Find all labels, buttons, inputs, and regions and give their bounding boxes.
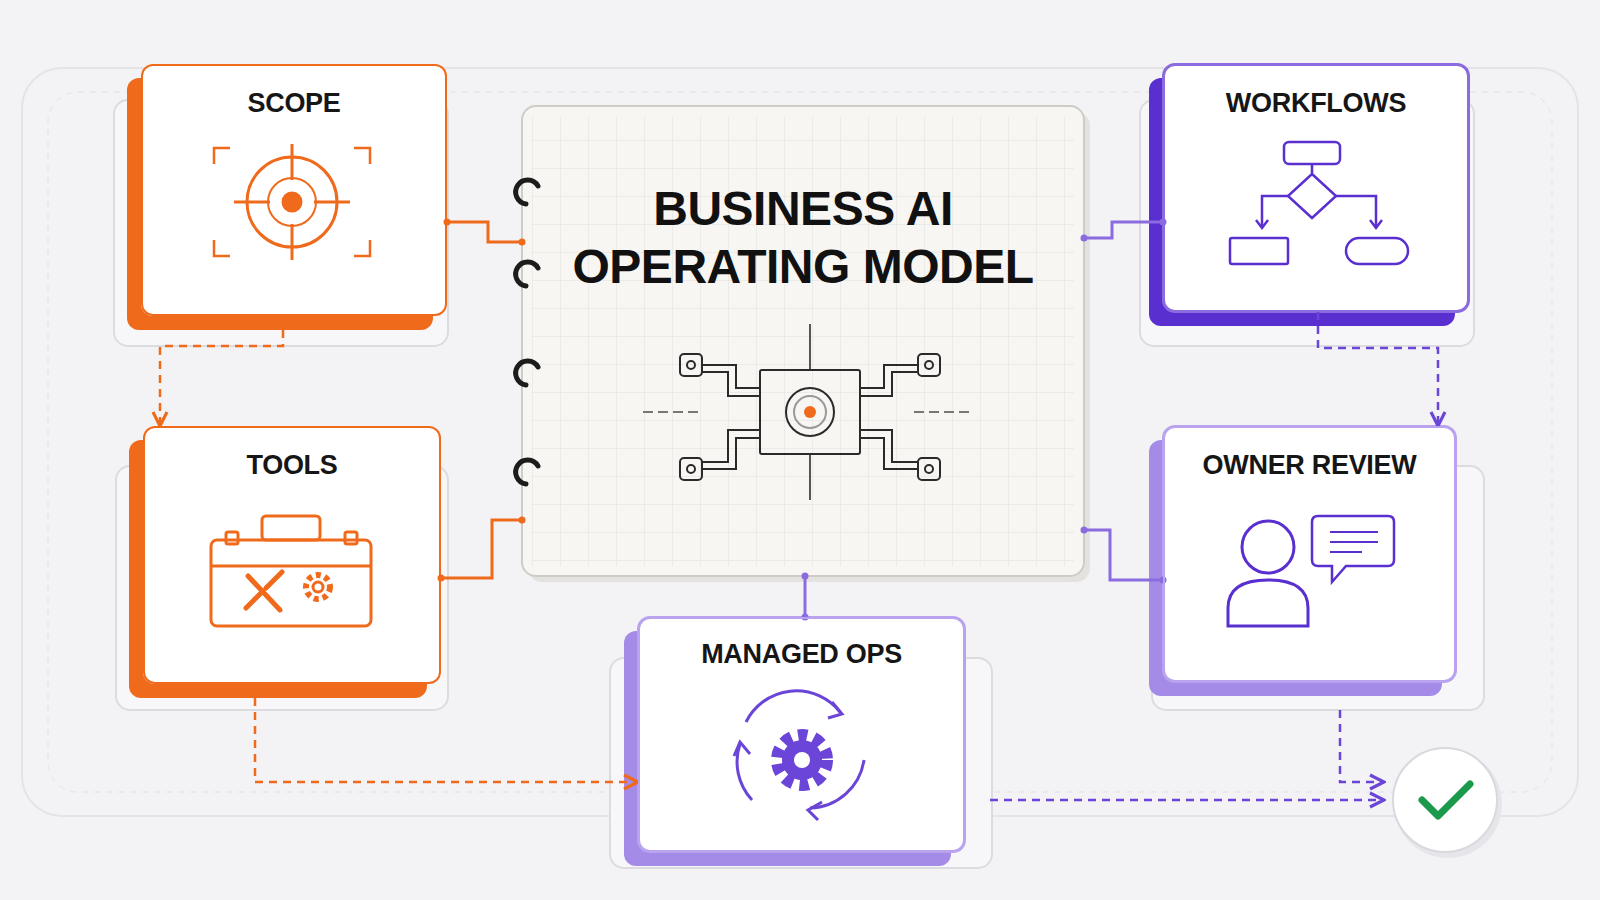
card-label: SCOPE [143,88,445,119]
card-label: WORKFLOWS [1165,88,1467,119]
scope-card: SCOPE [141,64,447,316]
connector-dot [519,517,526,524]
diagram-title: BUSINESS AI OPERATING MODEL [553,180,1053,295]
owner-review-card: OWNER REVIEW [1163,426,1456,682]
card-label: OWNER REVIEW [1165,450,1454,481]
card-label: MANAGED OPS [640,639,963,670]
connector-dot [438,575,445,582]
managed-ops-card: MANAGED OPS [638,617,965,852]
connector-dot [444,219,451,226]
connector-line [447,222,522,242]
connector-dot [1081,235,1088,242]
connector-line [1084,222,1163,238]
connector-dot [1081,527,1088,534]
dashed-flow-arrow [255,684,638,782]
connector-dot [519,239,526,246]
dashed-flow-arrow [1318,312,1438,426]
card-label: TOOLS [145,450,439,481]
notebook-title-card: BUSINESS AI OPERATING MODEL [522,106,1084,576]
connector-line [441,520,522,578]
dashed-flow-arrow [160,316,283,426]
workflows-card: WORKFLOWS [1163,64,1469,312]
connector-dot [802,573,809,580]
connector-line [804,576,807,617]
tools-card: TOOLS [143,426,441,684]
connector-line [1084,530,1163,580]
